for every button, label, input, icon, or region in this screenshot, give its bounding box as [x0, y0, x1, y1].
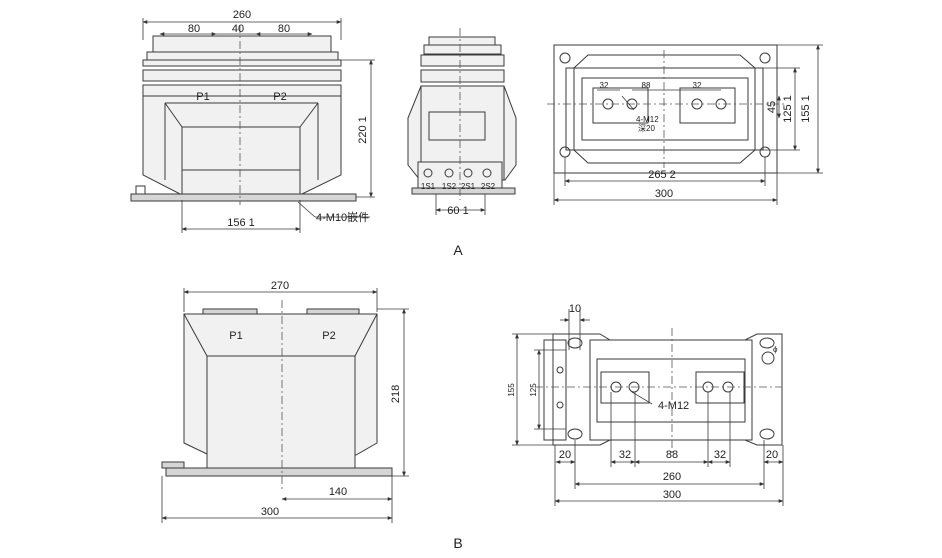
- terminal-1s1: 1S1: [421, 182, 436, 191]
- dim-20-right: 20: [766, 449, 778, 461]
- dim-300-b: 300: [261, 506, 279, 518]
- view-b-front: [161, 288, 409, 523]
- dim-260: 260: [233, 9, 251, 21]
- label-p2: P2: [273, 91, 286, 103]
- view-b-top: [512, 309, 784, 506]
- dim-156: 156 1: [227, 217, 255, 229]
- dim-125-b: 125: [529, 383, 538, 397]
- dim-125: 125 1: [782, 95, 794, 123]
- terminal-2s2: 2S2: [481, 182, 496, 191]
- callout-depth: 深20: [638, 124, 655, 133]
- callout-4-m10: 4-M10嵌件: [316, 211, 369, 224]
- dim-32-left: 32: [600, 81, 609, 90]
- dim-20-left: 20: [559, 449, 571, 461]
- view-a-side: [407, 28, 517, 215]
- dim-220: 220 1: [357, 116, 369, 144]
- caption-b: B: [453, 535, 462, 551]
- dim-32-right: 32: [693, 81, 702, 90]
- dim-260-b: 260: [663, 471, 681, 483]
- dim-155: 155 1: [800, 95, 812, 123]
- callout-4-m12: 4-M12: [636, 115, 659, 124]
- dim-88: 88: [642, 81, 651, 90]
- dim-32-right-b: 32: [714, 449, 726, 461]
- view-a-front: [130, 18, 375, 233]
- callout-4-m12-b: 4-M12: [658, 400, 689, 412]
- label-p2-b: P2: [322, 330, 335, 342]
- dim-45: 45: [766, 101, 778, 113]
- dim-88-b: 88: [666, 449, 678, 461]
- dim-10: 10: [569, 303, 581, 315]
- phi-mark: ϕ: [773, 345, 778, 354]
- label-p1-b: P1: [229, 330, 242, 342]
- dim-300-b-top: 300: [663, 489, 681, 501]
- dim-300: 300: [655, 188, 673, 200]
- view-a-top: [547, 44, 823, 205]
- dim-80-right: 80: [278, 23, 290, 35]
- terminal-1s2: 1S2: [442, 182, 457, 191]
- dim-140: 140: [329, 486, 347, 498]
- terminal-2s1: 2S1: [461, 182, 476, 191]
- dim-80-left: 80: [188, 23, 200, 35]
- dim-32-left-b: 32: [619, 449, 631, 461]
- dim-270: 270: [271, 280, 289, 292]
- dim-60: 60 1: [447, 205, 468, 217]
- dim-40: 40: [232, 23, 244, 35]
- caption-a: A: [453, 242, 463, 258]
- label-p1: P1: [196, 91, 209, 103]
- dim-155-b: 155: [507, 383, 516, 397]
- dim-218: 218: [390, 385, 402, 403]
- dim-265: 265 2: [648, 169, 676, 181]
